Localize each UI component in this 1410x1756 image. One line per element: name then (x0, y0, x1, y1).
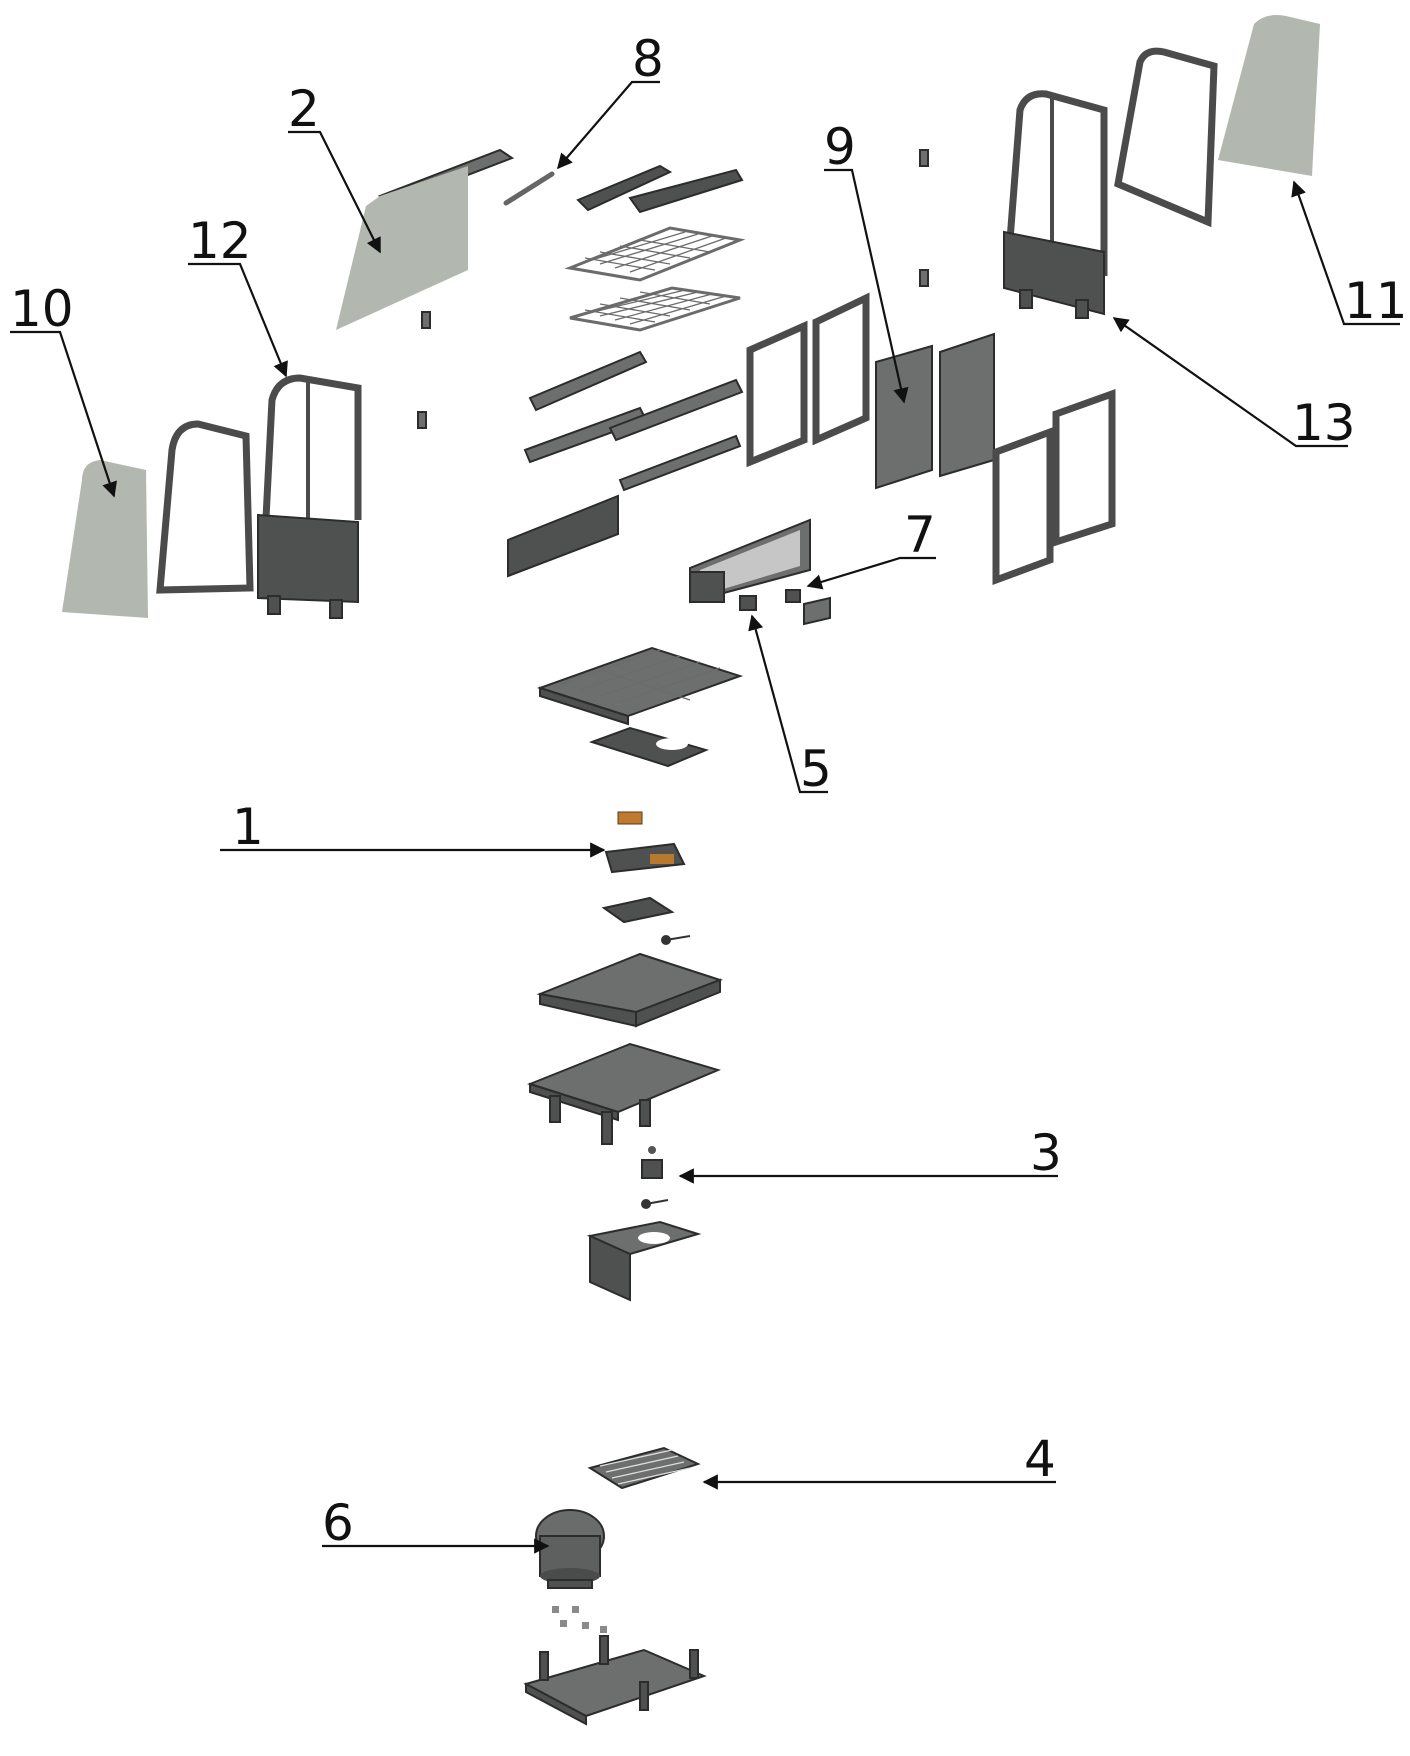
base-frame (523, 1635, 707, 1726)
leader-line-5 (748, 614, 828, 794)
control-panel-housing (689, 518, 811, 604)
callout-label-3: 3 (1030, 1124, 1062, 1182)
door-frame-center-1 (746, 320, 808, 468)
door-frame-right-1 (992, 426, 1054, 586)
clip-right-1 (919, 149, 929, 167)
leader-line-7 (806, 556, 936, 590)
callout-label-8: 8 (632, 30, 664, 88)
fan-plate (588, 726, 709, 768)
clip-right-2 (919, 269, 929, 287)
leader-line-10 (10, 330, 117, 498)
fan-bracket (586, 1220, 702, 1302)
wire-shelf-1 (564, 226, 746, 282)
callout-label-13: 13 (1292, 394, 1356, 452)
switch-part-7 (785, 589, 801, 603)
side-glass-right (1218, 15, 1320, 176)
leader-line-13 (1112, 317, 1348, 448)
rail-mid-3 (608, 378, 744, 442)
small-rod (503, 171, 555, 206)
callout-label-6: 6 (322, 1494, 354, 1552)
side-glass-left (62, 460, 148, 618)
clip-left-2 (417, 411, 427, 429)
end-frame-right (1003, 90, 1108, 319)
back-panel-2 (939, 332, 995, 478)
condenser-part-4 (587, 1446, 701, 1490)
leader-line-12 (188, 262, 288, 378)
leader-line-9 (824, 168, 909, 404)
callout-label-2: 2 (288, 80, 320, 138)
compressor-feet (552, 1606, 607, 1633)
side-gasket-left (156, 420, 254, 594)
rail-top-1 (576, 164, 673, 212)
rail-top-2 (628, 168, 744, 214)
outer-tray (527, 1042, 721, 1145)
callout-label-1: 1 (232, 798, 264, 856)
callout-label-7: 7 (904, 506, 936, 564)
wire-shelf-2 (569, 286, 741, 332)
door-frame-center-2 (812, 292, 870, 446)
inner-tray (536, 952, 724, 1028)
top-glass-panel (336, 148, 515, 330)
fan-motor-part-3 (641, 1146, 663, 1179)
callout-label-12: 12 (188, 212, 252, 270)
grille-tray (536, 646, 744, 726)
callout-label-9: 9 (824, 118, 856, 176)
compressor-part-6 (535, 1509, 605, 1589)
leader-line-2 (288, 130, 381, 254)
insulation-plate (601, 896, 675, 924)
door-frame-right-2 (1052, 389, 1116, 547)
leader-line-8 (556, 80, 660, 170)
callout-label-11: 11 (1344, 272, 1408, 330)
connector-lower (641, 1199, 669, 1209)
connector-upper (661, 935, 691, 945)
control-bracket (803, 596, 831, 626)
thermostat-part-5 (739, 595, 757, 611)
clip-left-1 (421, 311, 431, 329)
callout-label-10: 10 (10, 280, 74, 338)
back-panel-1 (875, 344, 933, 490)
rail-mid-1 (528, 350, 648, 412)
evaporator-coil-part-1 (604, 811, 686, 874)
side-gasket-right (1114, 47, 1218, 228)
base-panel-plate (507, 494, 619, 578)
end-frame-left (257, 374, 362, 619)
callout-label-4: 4 (1024, 1430, 1056, 1488)
callout-label-5: 5 (800, 740, 832, 798)
leader-line-11 (1291, 180, 1400, 326)
rail-mid-4 (618, 434, 742, 492)
